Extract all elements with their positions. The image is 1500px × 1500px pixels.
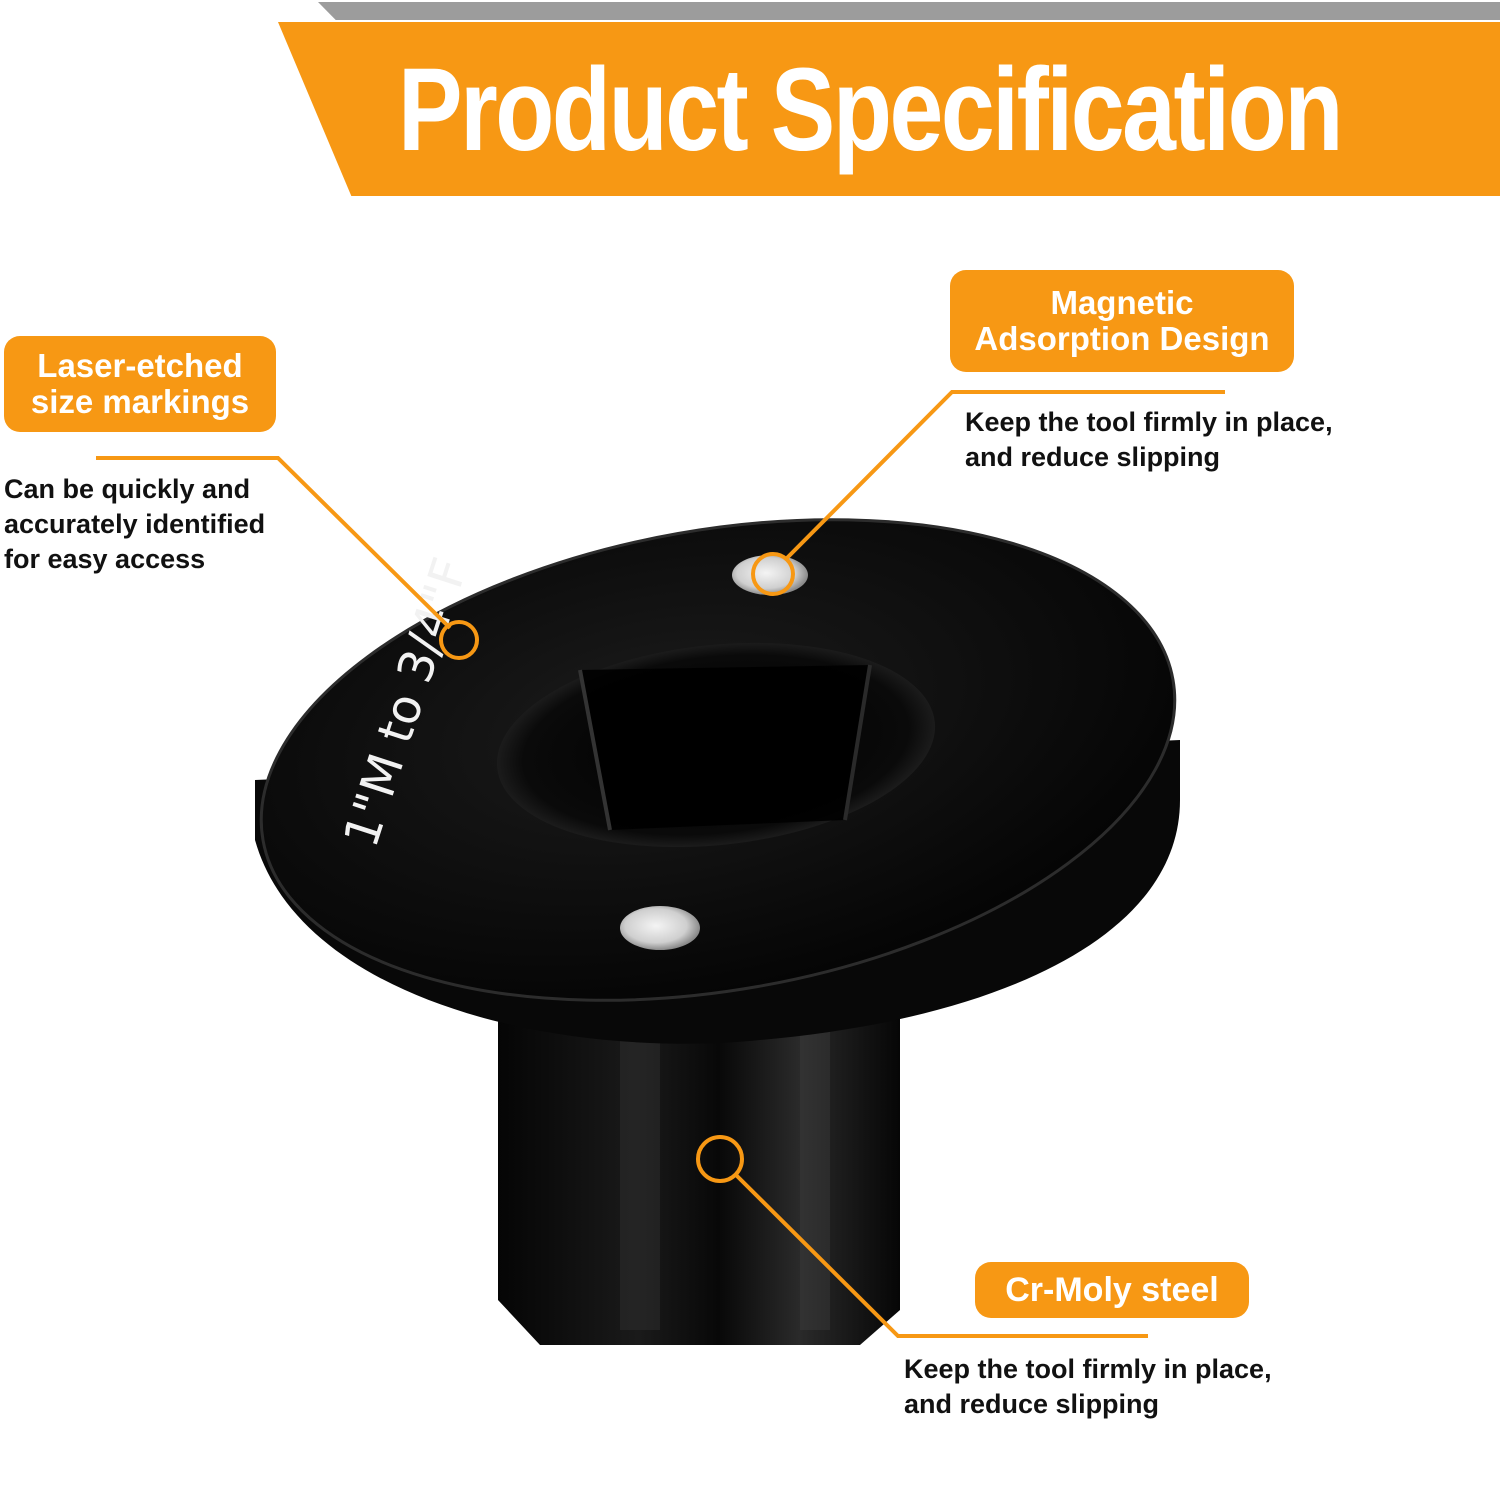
desc-line: Keep the tool firmly in place, [965,407,1333,437]
tag-line: Cr-Moly steel [1005,1270,1219,1309]
tag-line: Laser-etched [37,347,243,385]
feature-tag-laser-etched: Laser-etched size markings [4,336,276,432]
page-title: Product Specification [398,44,1343,176]
callout-line-laser [96,456,479,660]
callout-line-magnetic [751,390,1225,596]
tag-line: Magnetic [1050,284,1194,322]
desc-line: Can be quickly and [4,474,251,504]
magnet-pin-top [732,555,808,595]
tag-line: size markings [30,383,250,420]
feature-desc-crmoly: Keep the tool firmly in place, and reduc… [904,1352,1272,1422]
square-socket-hole [496,642,936,848]
desc-line: for easy access [4,544,206,574]
magnet-pin-bottom [620,906,700,950]
tag-line: Adsorption Design [974,320,1270,357]
banner-shadow [318,2,1500,20]
desc-line: Keep the tool firmly in place, [904,1354,1272,1384]
desc-line: accurately identified [4,509,266,539]
desc-line: and reduce slipping [904,1389,1160,1419]
feature-desc-laser-etched: Can be quickly and accurately identified… [4,472,265,577]
feature-tag-crmoly: Cr-Moly steel [975,1262,1249,1318]
callout-line-crmoly [696,1135,1148,1338]
desc-line: and reduce slipping [965,442,1221,472]
feature-desc-magnetic: Keep the tool firmly in place, and reduc… [965,405,1333,475]
title-banner [278,22,1500,196]
feature-tag-magnetic: Magnetic Adsorption Design [950,270,1294,372]
